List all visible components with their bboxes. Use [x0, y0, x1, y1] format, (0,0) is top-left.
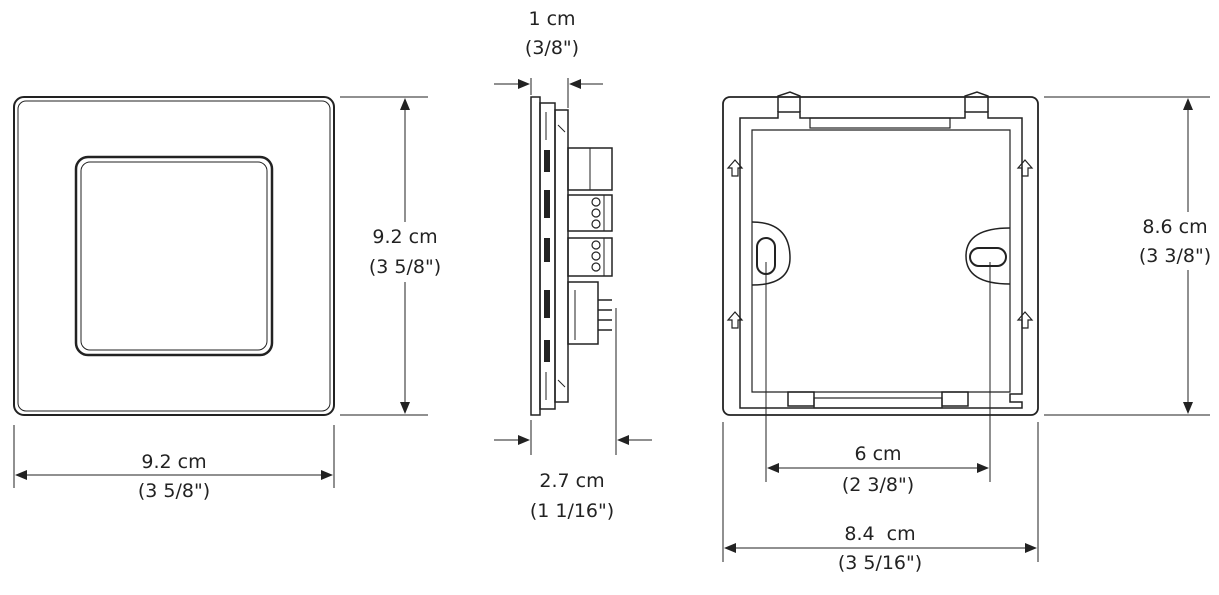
front-button [74, 155, 274, 357]
pin-header [567, 281, 612, 345]
front-width-metric: 9.2 cm [141, 451, 206, 473]
mounting-boss-left [751, 221, 791, 286]
side-view: 1 cm (3/8") 2.7 cm (1 1/16") [494, 8, 652, 522]
bottom-clip-right [941, 391, 969, 407]
front-height-metric: 9.2 cm [372, 226, 437, 248]
front-plate-inner-edge [17, 100, 331, 412]
total-depth-imperial: (1 1/16") [530, 500, 614, 522]
hole-spacing-imperial: (2 3/8") [842, 474, 914, 496]
back-width-imperial: (3 5/16") [838, 552, 922, 574]
front-height-imperial: (3 5/8") [369, 256, 441, 278]
mounting-boss-right [965, 227, 1011, 285]
top-clip-left [777, 91, 801, 112]
side-front-plate [530, 96, 541, 416]
side-depth-metric: 1 cm [528, 8, 575, 30]
back-cavity [751, 129, 1011, 393]
bottom-clip-left [787, 391, 815, 407]
up-arrow-icon [1016, 159, 1034, 177]
side-depth-imperial: (3/8") [525, 37, 579, 59]
front-view: 9.2 cm (3 5/8") 9.2 cm (3 5/8") [13, 96, 448, 502]
up-arrow-icon [726, 159, 744, 177]
up-arrow-icon [1016, 311, 1034, 329]
hole-spacing-metric: 6 cm [854, 443, 901, 465]
back-frame-outer [722, 96, 1039, 416]
top-clip-right [964, 91, 989, 112]
top-rail [809, 117, 951, 129]
back-view: 8.6 cm (3 3/8") 6 cm (2 3/8") 8.4 cm (3 … [722, 91, 1218, 574]
bottom-rail [813, 397, 943, 409]
terminal-block-upper [567, 194, 613, 232]
front-plate [13, 96, 335, 416]
total-depth-metric: 2.7 cm [539, 470, 604, 492]
back-height-metric: 8.6 cm [1142, 216, 1207, 238]
side-module-board [554, 109, 569, 403]
front-button-inner-edge [80, 161, 268, 351]
front-width-imperial: (3 5/8") [138, 480, 210, 502]
back-width-metric: 8.4 cm [844, 523, 915, 545]
screw-slot-right [969, 247, 1007, 267]
side-body-details [544, 112, 566, 400]
up-arrow-icon [726, 311, 744, 329]
back-height-imperial: (3 3/8") [1139, 245, 1211, 267]
back-frame-inner [739, 111, 1023, 409]
terminal-block-lower [567, 237, 613, 277]
